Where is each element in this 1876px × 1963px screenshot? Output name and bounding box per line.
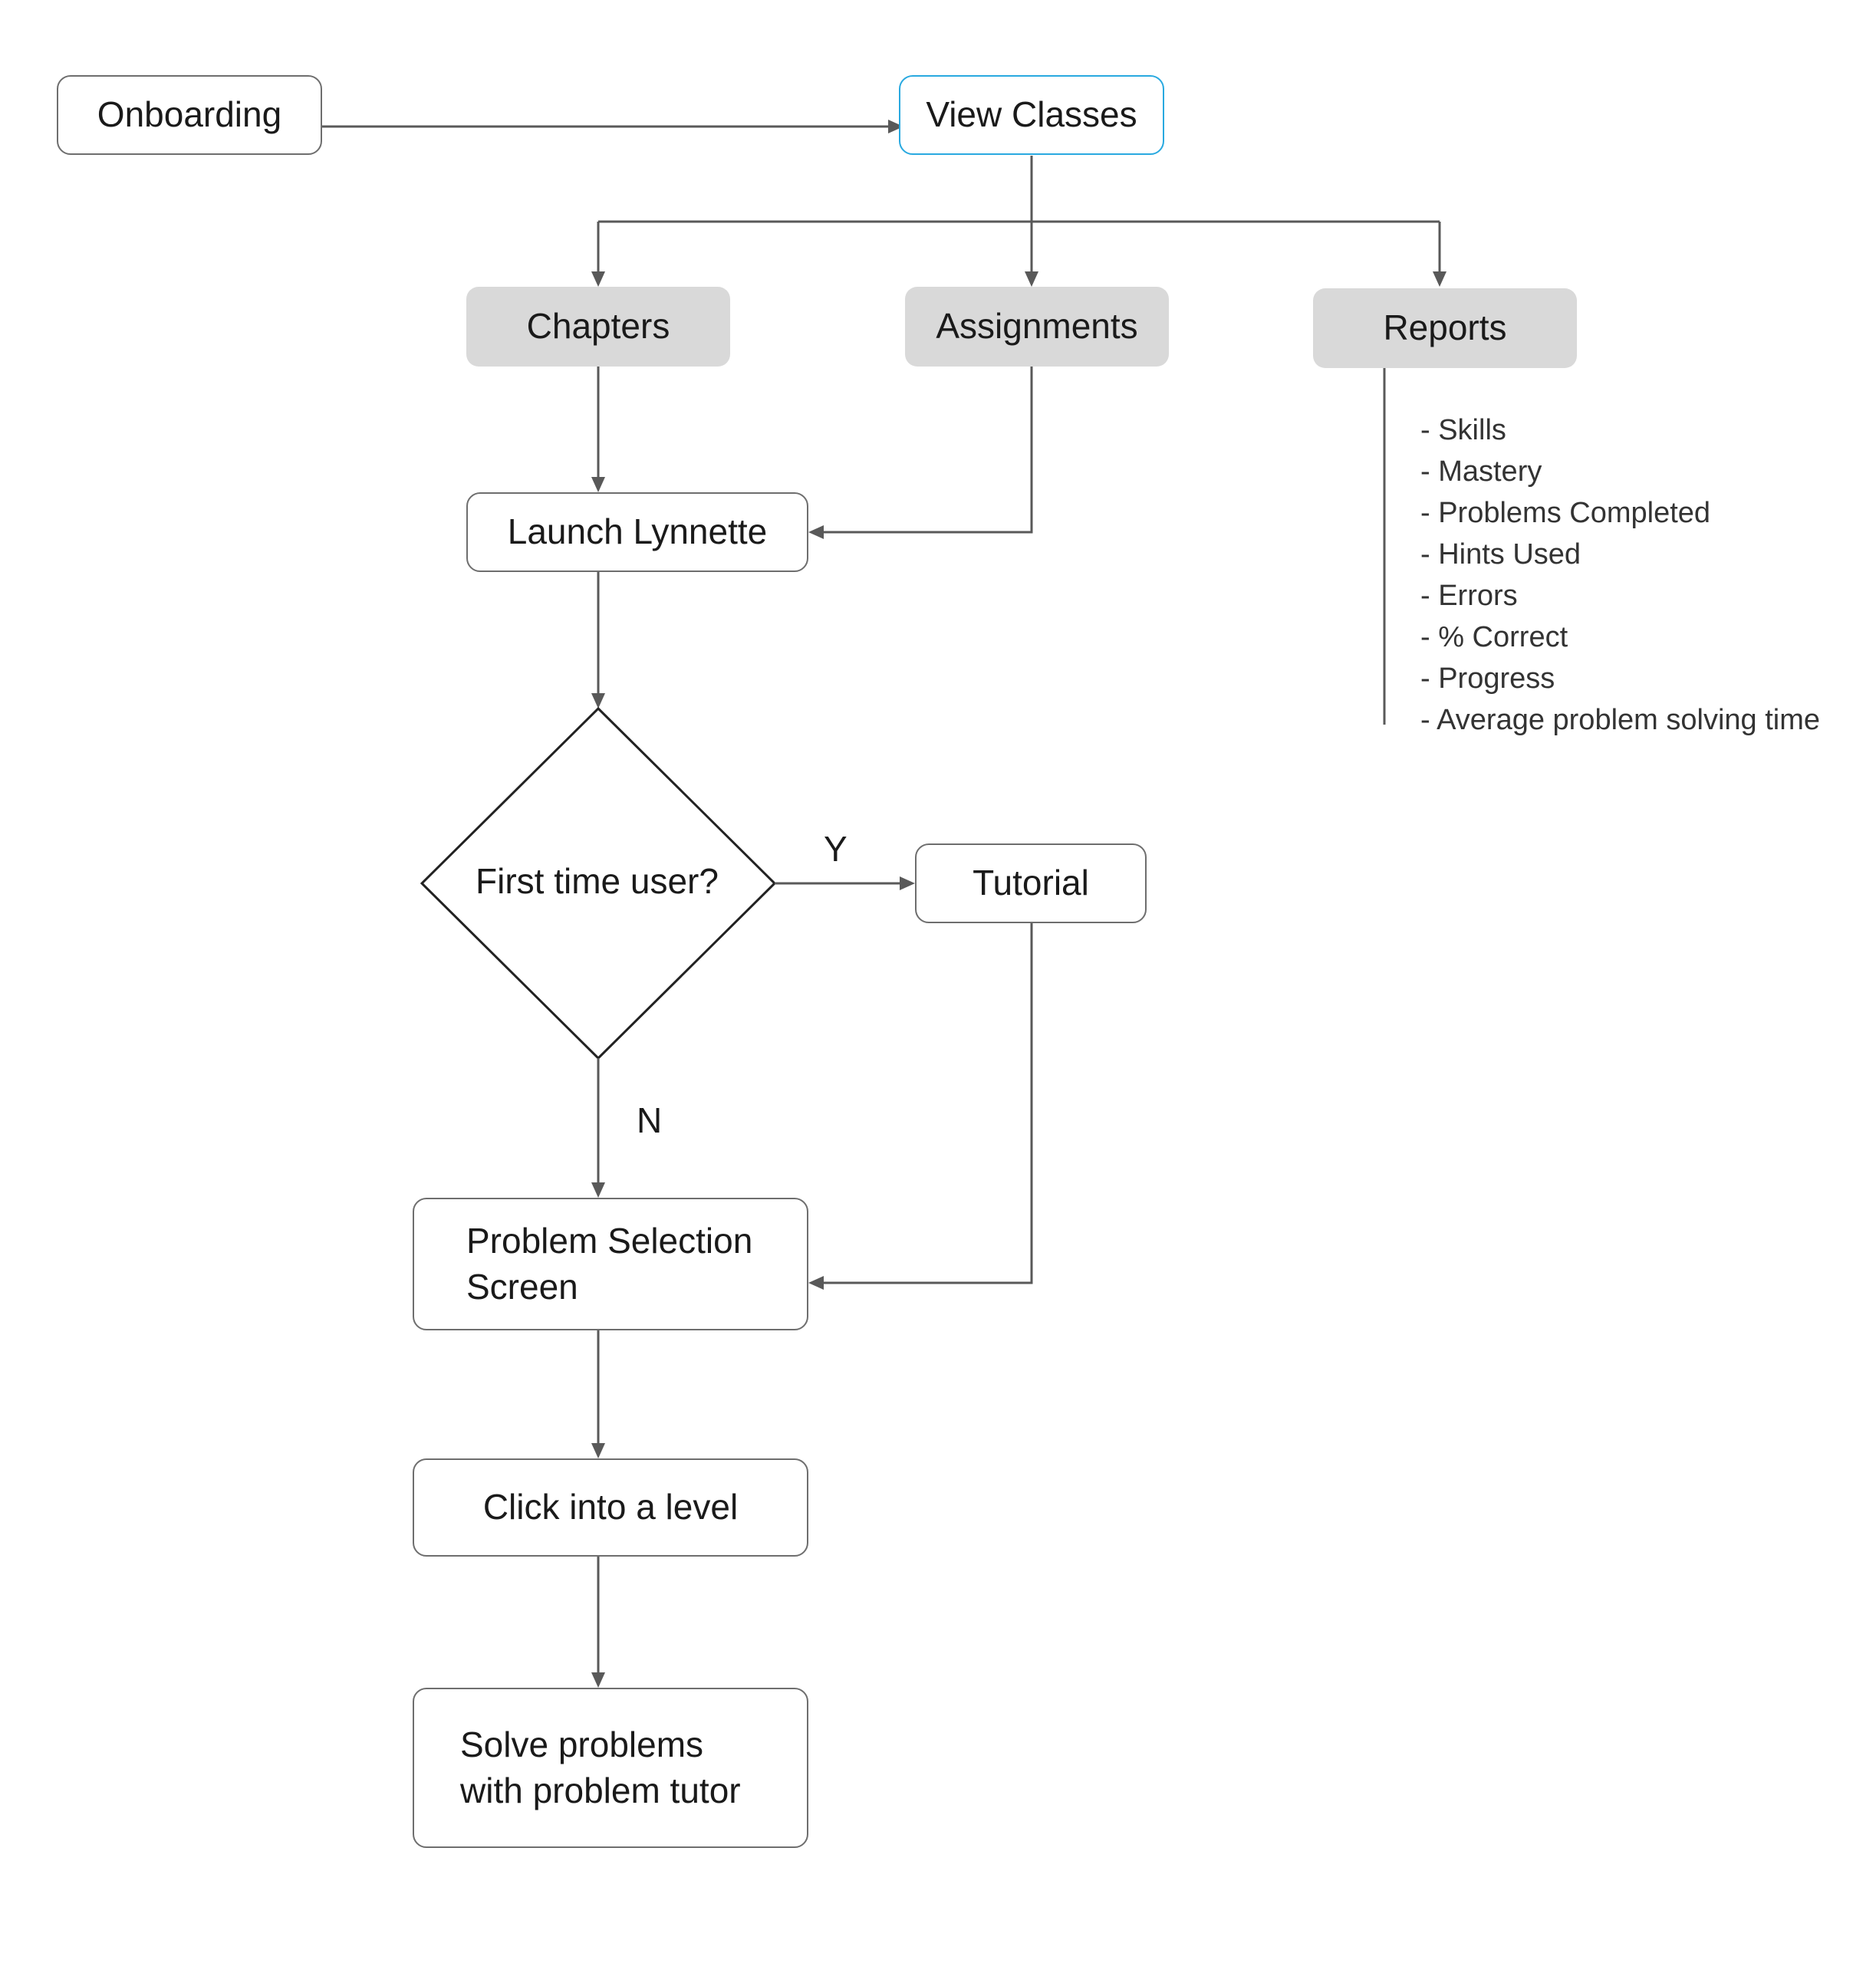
arrowhead-decision xyxy=(591,693,605,709)
edge-tutorial-problem-selection xyxy=(822,923,1033,1284)
click-level-label: Click into a level xyxy=(482,1487,739,1527)
view-classes-node[interactable]: View Classes xyxy=(899,75,1164,155)
view-classes-label: View Classes xyxy=(926,94,1137,135)
problem-selection-line-1: Problem Selection xyxy=(466,1220,753,1261)
report-item-average-solving-time: - Average problem solving time xyxy=(1420,704,1820,736)
tutorial-label: Tutorial xyxy=(973,863,1089,903)
decision-label: First time user? xyxy=(476,861,719,901)
reports-node[interactable]: Reports xyxy=(1313,288,1577,368)
reports-label: Reports xyxy=(1383,307,1507,348)
arrowhead-view-classes xyxy=(888,120,903,133)
arrowhead-launch-from-assignments xyxy=(808,525,824,539)
arrowhead-click-level xyxy=(591,1443,605,1458)
solve-problems-line-1: Solve problems xyxy=(460,1724,704,1764)
tutorial-node[interactable]: Tutorial xyxy=(915,843,1147,923)
report-item-mastery: - Mastery xyxy=(1420,455,1542,488)
arrowhead-reports xyxy=(1433,271,1446,287)
launch-lynnette-node[interactable]: Launch Lynnette xyxy=(466,492,808,572)
arrowhead-assignments xyxy=(1025,271,1038,287)
launch-lynnette-label: Launch Lynnette xyxy=(507,511,768,552)
arrowhead-problem-selection-from-decision xyxy=(591,1182,605,1198)
click-level-node[interactable]: Click into a level xyxy=(413,1458,808,1557)
arrowhead-launch-from-chapters xyxy=(591,477,605,492)
solve-problems-label: Solve problems with problem tutor xyxy=(460,1722,741,1814)
edge-label-no: N xyxy=(637,1100,663,1140)
arrowhead-tutorial xyxy=(900,876,915,890)
problem-selection-node[interactable]: Problem Selection Screen xyxy=(413,1198,808,1330)
report-item-percent-correct: - % Correct xyxy=(1420,621,1568,653)
problem-selection-label: Problem Selection Screen xyxy=(466,1218,752,1310)
arrowhead-solve xyxy=(591,1672,605,1688)
assignments-node[interactable]: Assignments xyxy=(905,287,1169,367)
arrowhead-chapters xyxy=(591,271,605,287)
arrowhead-problem-selection-from-tutorial xyxy=(808,1276,824,1290)
chapters-node[interactable]: Chapters xyxy=(466,287,730,367)
edge-label-yes: Y xyxy=(824,829,847,869)
report-item-hints-used: - Hints Used xyxy=(1420,538,1581,570)
report-item-errors: - Errors xyxy=(1420,580,1518,612)
problem-selection-line-2: Screen xyxy=(466,1266,578,1307)
report-item-progress: - Progress xyxy=(1420,663,1555,695)
assignments-label: Assignments xyxy=(936,306,1138,347)
report-item-problems-completed: - Problems Completed xyxy=(1420,497,1711,529)
chapters-label: Chapters xyxy=(526,306,670,347)
solve-problems-node[interactable]: Solve problems with problem tutor xyxy=(413,1688,808,1848)
reports-metrics-list: - Skills - Mastery - Problems Completed … xyxy=(1420,409,1820,741)
onboarding-label: Onboarding xyxy=(97,94,282,135)
report-item-skills: - Skills xyxy=(1420,414,1506,446)
edge-assignments-launch xyxy=(822,367,1033,534)
solve-problems-line-2: with problem tutor xyxy=(460,1770,741,1810)
onboarding-node[interactable]: Onboarding xyxy=(57,75,322,155)
